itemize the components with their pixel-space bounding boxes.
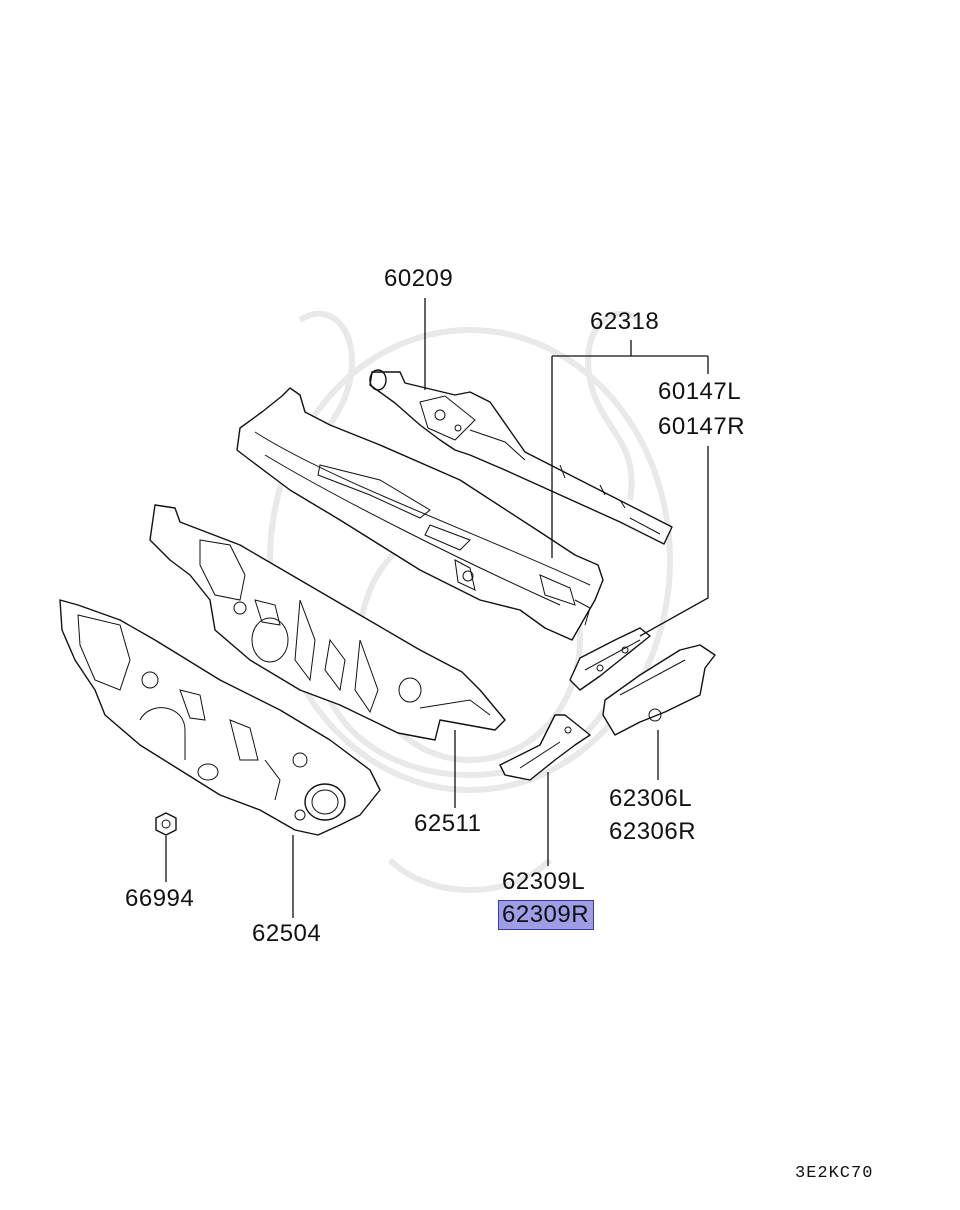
diagram-code: 3E2KC70 (795, 1164, 874, 1183)
part-66994[interactable] (155, 812, 177, 836)
part-60209[interactable] (369, 369, 673, 545)
part-62306[interactable] (602, 644, 716, 736)
part-number-62306R[interactable]: 62306R (609, 818, 697, 845)
part-62504[interactable] (59, 599, 381, 836)
part-60147[interactable] (569, 627, 651, 691)
part-62511[interactable] (149, 504, 506, 741)
part-number-60147R[interactable]: 60147R (658, 413, 746, 440)
part-number-62309L[interactable]: 62309L (502, 868, 586, 895)
part-62309[interactable] (499, 714, 591, 781)
part-number-60147L[interactable]: 60147L (658, 378, 742, 405)
part-number-66994[interactable]: 66994 (125, 885, 195, 912)
part-number-62306L[interactable]: 62306L (609, 785, 693, 812)
leader-lines (165, 298, 709, 918)
part-number-62504[interactable]: 62504 (252, 920, 322, 947)
part-number-60209[interactable]: 60209 (384, 265, 454, 292)
part-62318[interactable] (236, 387, 604, 641)
leader-60147 (639, 446, 709, 637)
part-number-62511[interactable]: 62511 (414, 810, 482, 837)
part-number-62309R-selected[interactable]: 62309R (498, 900, 595, 930)
part-number-62318[interactable]: 62318 (590, 308, 660, 335)
